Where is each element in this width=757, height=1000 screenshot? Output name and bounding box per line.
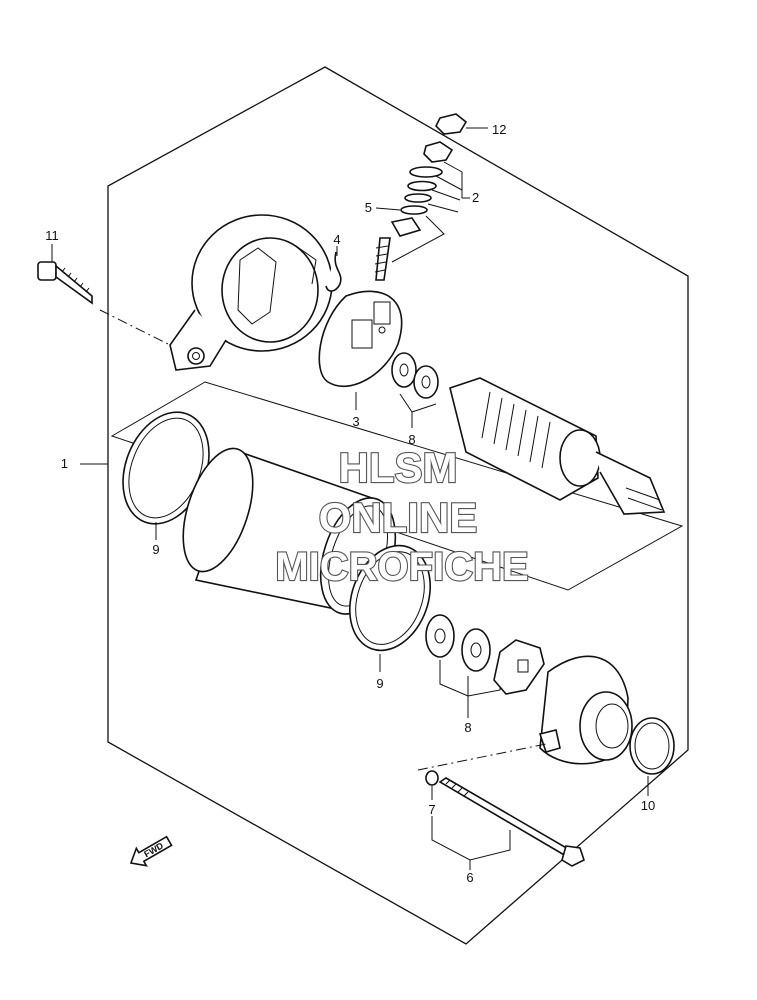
o-ring-9-lower[interactable] <box>336 534 444 661</box>
callout-9-lower: 9 <box>376 676 383 691</box>
callout-11: 11 <box>45 228 59 243</box>
callout-8-lower: 8 <box>464 720 471 735</box>
callout-4: 4 <box>333 232 340 247</box>
watermark-line-2: ONLINE <box>319 494 478 541</box>
callout-6: 6 <box>466 870 473 885</box>
through-bolt-center-line <box>417 743 547 771</box>
callout-8-top: 8 <box>408 432 415 447</box>
brush-plate-3[interactable] <box>318 290 403 388</box>
terminal-nut-12[interactable] <box>435 113 468 135</box>
leader-8-top <box>399 393 437 428</box>
yoke-subassembly-outline <box>110 381 684 591</box>
callout-10: 10 <box>641 798 655 813</box>
o-ring-10[interactable] <box>629 717 675 775</box>
yoke-housing[interactable] <box>170 440 409 624</box>
leader-6-7 <box>431 786 511 870</box>
terminal-stack-2[interactable] <box>374 141 454 281</box>
callout-12: 12 <box>492 122 506 137</box>
callout-3: 3 <box>352 414 359 429</box>
bolt-11-center-line <box>99 309 173 347</box>
callout-7: 7 <box>428 802 435 817</box>
front-housing[interactable] <box>538 655 633 765</box>
leader-5 <box>375 207 401 211</box>
callout-9-top: 9 <box>152 542 159 557</box>
lock-plate[interactable] <box>493 639 545 695</box>
rear-housing[interactable] <box>169 214 333 371</box>
washers-8-lower[interactable] <box>425 614 491 672</box>
washers-8-top[interactable] <box>391 352 439 399</box>
fwd-arrow-icon: FWD <box>129 835 173 867</box>
leader-2-bracket <box>391 161 463 263</box>
watermark-line-3: MICROFICHE <box>275 545 528 589</box>
spring-clip-4[interactable] <box>325 251 342 292</box>
armature[interactable] <box>449 377 666 515</box>
watermark-line-1: HLSM <box>339 444 458 491</box>
callout-5: 5 <box>365 200 372 215</box>
callout-2: 2 <box>472 190 479 205</box>
through-bolt-6[interactable] <box>438 777 585 867</box>
bolt-11[interactable] <box>37 261 93 305</box>
callout-1: 1 <box>61 456 68 471</box>
washer-7[interactable] <box>425 770 439 786</box>
assembly-frame <box>107 66 689 945</box>
